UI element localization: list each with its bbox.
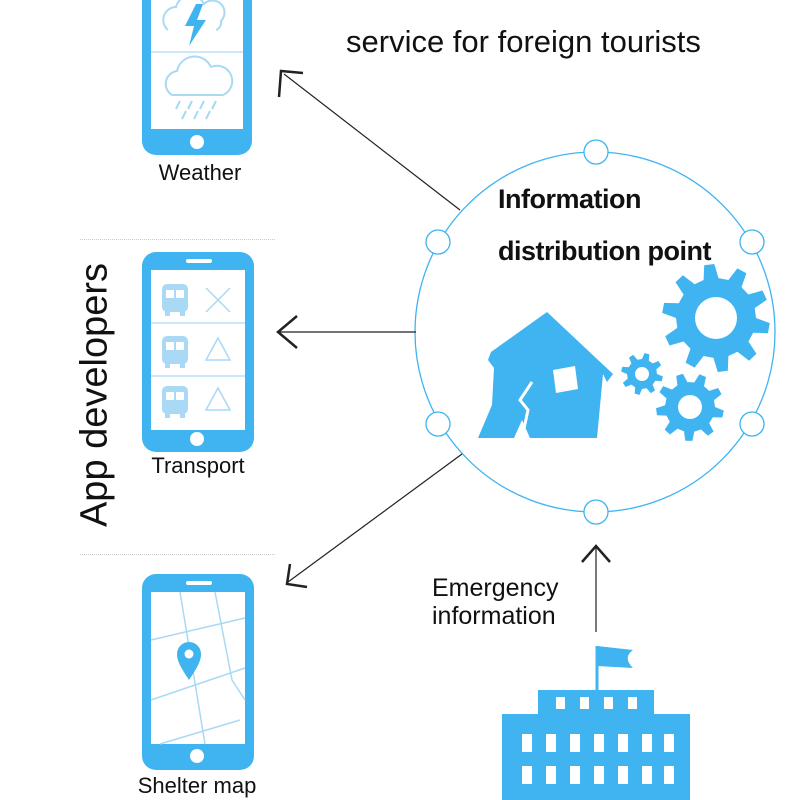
arrowhead-shelter xyxy=(285,563,308,589)
arrow-to-shelter xyxy=(287,453,463,583)
building-window xyxy=(594,734,604,752)
building-window xyxy=(546,734,556,752)
building-window xyxy=(618,766,628,784)
hub-node xyxy=(583,139,609,165)
building-window xyxy=(580,697,589,709)
transport-caption: Transport xyxy=(151,453,245,478)
building-window xyxy=(594,766,604,784)
hub-node xyxy=(425,229,451,255)
building-window xyxy=(522,734,532,752)
rain-cloud-icon xyxy=(164,55,234,120)
gear-hole xyxy=(695,297,737,339)
map-pin-icon xyxy=(177,642,201,680)
building-window xyxy=(522,766,532,784)
triangle-icon xyxy=(204,386,232,411)
hub-title-line1: Information xyxy=(498,184,642,214)
divider xyxy=(80,554,275,555)
building-window xyxy=(642,734,652,752)
building-window xyxy=(642,766,652,784)
hub-node xyxy=(425,411,451,437)
building-window xyxy=(604,697,613,709)
arrow-to-weather xyxy=(283,73,461,211)
building-window xyxy=(546,766,556,784)
building-window xyxy=(664,766,674,784)
arrowhead-weather xyxy=(277,69,304,98)
page-title: service for foreign tourists xyxy=(346,24,701,59)
broken-house-icon xyxy=(478,312,613,439)
building-window xyxy=(618,734,628,752)
shelter-map-caption: Shelter map xyxy=(137,773,257,798)
lightning-icon xyxy=(162,0,226,46)
building-window xyxy=(556,697,565,709)
phone-shelter-map xyxy=(142,574,254,770)
building-window xyxy=(664,734,674,752)
divider xyxy=(80,239,275,240)
bus-icons xyxy=(162,284,188,418)
hub-node xyxy=(739,411,765,437)
app-developers-label: App developers xyxy=(73,262,116,528)
arrowhead-transport xyxy=(276,315,298,349)
building-window xyxy=(570,734,580,752)
building-window xyxy=(628,697,637,709)
hub-node xyxy=(583,499,609,525)
bus-icon xyxy=(162,336,188,368)
gears-icon xyxy=(621,264,770,441)
gear-hole xyxy=(678,395,702,419)
phone-weather xyxy=(142,0,252,155)
hub-node xyxy=(739,229,765,255)
bus-icon xyxy=(162,284,188,316)
building-window xyxy=(570,766,580,784)
government-building-icon xyxy=(502,646,690,800)
emergency-label-line2: information xyxy=(432,602,556,630)
phone-transport xyxy=(142,252,254,452)
weather-caption: Weather xyxy=(158,160,242,185)
hub-nodes xyxy=(425,139,765,525)
bus-icon xyxy=(162,386,188,418)
emergency-label-line1: Emergency xyxy=(432,574,559,602)
hub-title-line2: distribution point xyxy=(498,236,711,266)
arrows xyxy=(276,69,611,632)
arrowhead-emergency xyxy=(581,544,611,563)
triangle-icon xyxy=(204,336,232,361)
cross-icon xyxy=(205,287,231,313)
gear-hole xyxy=(635,367,649,381)
